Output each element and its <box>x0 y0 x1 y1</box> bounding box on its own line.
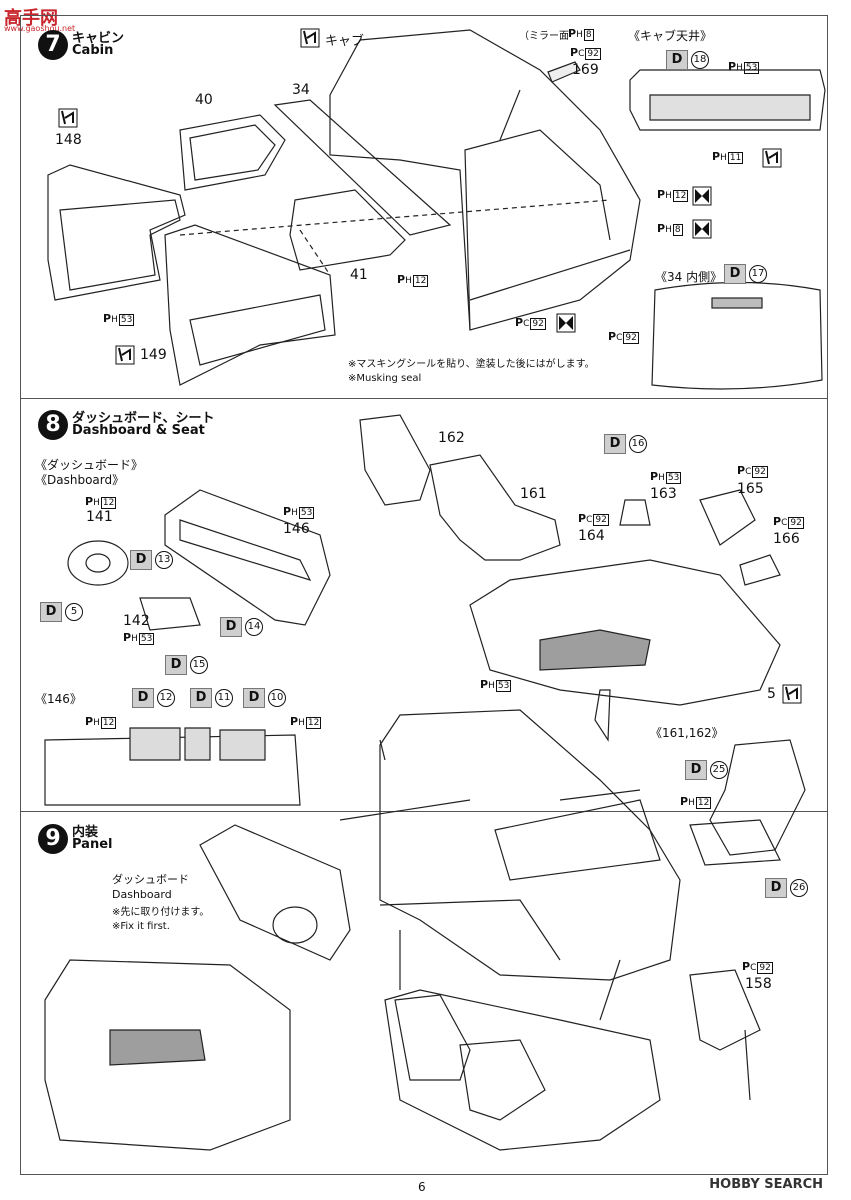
part-148-label: 148 <box>55 132 82 148</box>
dashboard-label-ja: ダッシュボード <box>112 873 189 886</box>
dashboard-view-en: 《Dashboard》 <box>35 473 125 487</box>
part-40-label: 40 <box>195 92 213 108</box>
step7-number-badge: 7 <box>38 30 68 60</box>
page-frame <box>20 15 828 1175</box>
part-146-label: 146 <box>283 521 310 537</box>
step8-number-badge: 8 <box>38 410 68 440</box>
part-161-label: 161 <box>520 486 547 502</box>
watermark-url: www.gaoshou.net <box>4 24 76 33</box>
bowtie-marker-icon <box>692 219 712 239</box>
cement-h-icon <box>782 684 802 704</box>
bowtie-marker-icon <box>692 186 712 206</box>
part-41-label: 41 <box>350 267 368 283</box>
step9-title-en: Panel <box>72 837 113 852</box>
part-165-label: 165 <box>737 481 764 497</box>
step7-title-ja: キャビン <box>72 31 125 46</box>
step9-number-badge: 9 <box>38 824 68 854</box>
part-169-label: 169 <box>572 62 599 78</box>
cab-ceiling-label: 《キャブ天井》 <box>628 29 713 43</box>
cement-h-icon <box>115 345 135 365</box>
dashboard-label-en: Dashboard <box>112 888 172 901</box>
cement-h-icon <box>300 28 320 48</box>
step9-title-ja: 内装 <box>72 825 99 840</box>
fix-first-note-en: ※Fix it first. <box>112 921 170 932</box>
view-146-label: 《146》 <box>35 692 82 706</box>
step8-title-ja: ダッシュボード、シート <box>72 411 215 426</box>
part-164-label: 164 <box>578 528 605 544</box>
part-158-label: 158 <box>745 976 772 992</box>
part-163-label: 163 <box>650 486 677 502</box>
divider-step7-step8 <box>20 398 828 399</box>
bowtie-marker-icon <box>556 313 576 333</box>
hobbysearch-logo: HOBBY SEARCH <box>709 1177 823 1192</box>
part-162-label: 162 <box>438 430 465 446</box>
masking-note-en: ※Musking seal <box>348 373 422 384</box>
step8-title-en: Dashboard & Seat <box>72 423 205 438</box>
part-166-label: 166 <box>773 531 800 547</box>
step7-title-en: Cabin <box>72 43 114 58</box>
part-141-label: 141 <box>86 509 113 525</box>
cement-h-icon <box>58 108 78 128</box>
masking-note-ja: ※マスキングシールを貼り、塗装した後にはがします。 <box>348 359 595 370</box>
dashboard-view-ja: 《ダッシュボード》 <box>35 458 144 472</box>
fix-first-note-ja: ※先に取り付けます。 <box>112 907 210 918</box>
divider-step8-step9 <box>20 811 828 812</box>
part-34-label: 34 <box>292 82 310 98</box>
watermark-logo: 高手网 <box>4 8 58 29</box>
seat-view-label: 《161,162》 <box>650 726 724 740</box>
part-5-label: 5 <box>767 686 776 702</box>
part-149-label: 149 <box>140 347 167 363</box>
page-number: 6 <box>418 1180 426 1194</box>
part-142-label: 142 <box>123 613 150 629</box>
inner-34-label: 《34 内側》 <box>655 270 723 284</box>
cement-h-icon <box>762 148 782 168</box>
cab-label: キャブ <box>325 34 365 49</box>
mirror-face-label: （ミラー面 <box>519 31 569 42</box>
